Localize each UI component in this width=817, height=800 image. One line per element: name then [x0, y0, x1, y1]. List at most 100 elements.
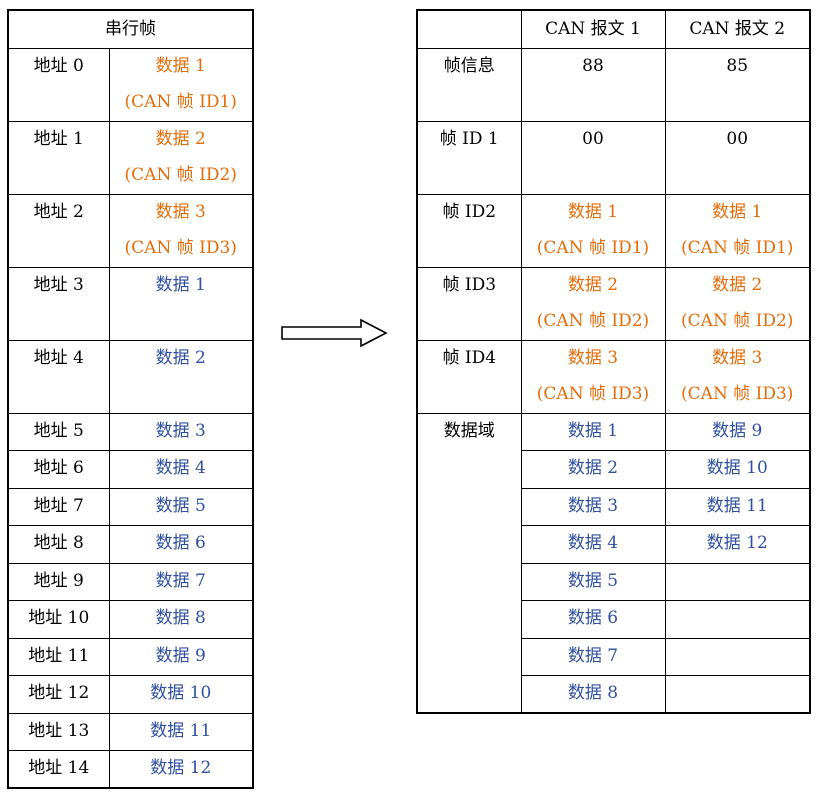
data-cell: 数据 2	[108, 339, 254, 414]
address-label: 地址 7	[33, 495, 84, 516]
msg2-data-value: 数据 9	[712, 420, 763, 441]
field-cell: 帧 ID2	[416, 193, 522, 268]
msg2-data-cell: 数据 11	[664, 487, 811, 526]
address-label: 地址 3	[33, 274, 84, 295]
msg2-data-cell	[664, 637, 811, 676]
data-label: 数据 6	[155, 533, 206, 553]
can-header-msg1: CAN 报文 1	[520, 9, 666, 49]
address-cell: 地址 2	[7, 193, 110, 268]
data-label: 数据 12	[150, 758, 212, 778]
serial-frame-title: 串行帧	[7, 9, 254, 49]
msg1-data-cell: 数据 5	[520, 562, 666, 601]
msg1-can-id: (CAN 帧 ID2)	[536, 310, 650, 331]
address-label: 地址 0	[33, 55, 84, 76]
can-id-label: (CAN 帧 ID3)	[124, 237, 237, 258]
msg1-value: 00	[582, 128, 604, 149]
address-cell: 地址 12	[7, 675, 110, 714]
msg1-cell: 88	[520, 47, 666, 122]
field-label: 帧 ID3	[442, 274, 497, 295]
data-cell: 数据 4	[108, 450, 254, 489]
address-cell: 地址 4	[7, 339, 110, 414]
msg1-value: 数据 1	[567, 201, 619, 222]
msg1-can-id: (CAN 帧 ID3)	[536, 383, 650, 404]
address-cell: 地址 5	[7, 412, 110, 451]
msg1-data-cell: 数据 8	[520, 675, 666, 714]
msg2-can-id: (CAN 帧 ID2)	[681, 310, 794, 331]
serial-row: 地址 3 数据 1	[7, 266, 254, 341]
field-cell: 帧 ID3	[416, 266, 522, 341]
address-label: 地址 13	[28, 720, 90, 741]
can-id-label: (CAN 帧 ID1)	[124, 91, 237, 112]
msg2-cell: 00	[664, 120, 811, 195]
field-cell: 帧信息	[416, 47, 522, 122]
msg1-data-cell: 数据 3	[520, 487, 666, 526]
msg2-value: 00	[726, 128, 749, 149]
msg2-data-value: 数据 10	[706, 458, 768, 478]
data-field-label: 数据域	[443, 420, 495, 441]
can-header-row: CAN 报文 1 CAN 报文 2	[416, 9, 811, 49]
msg2-value: 数据 3	[712, 347, 763, 368]
data-cell: 数据 1	[108, 266, 254, 341]
data-label: 数据 10	[150, 683, 212, 703]
msg1-value: 数据 2	[567, 274, 619, 295]
data-field-row: 数据域 数据 1 数据 9	[416, 412, 811, 713]
address-label: 地址 2	[33, 201, 84, 222]
serial-row: 地址 2 数据 3 (CAN 帧 ID3)	[7, 193, 254, 268]
arrow-shape	[281, 318, 388, 348]
data-label: 数据 5	[155, 495, 206, 516]
data-label: 数据 7	[155, 570, 206, 591]
data-cell: 数据 7	[108, 562, 254, 601]
msg1-data-value: 数据 7	[567, 645, 619, 666]
msg2-value: 数据 2	[712, 274, 763, 295]
msg2-data-cell	[664, 600, 811, 639]
data-cell: 数据 10	[108, 675, 254, 714]
msg1-data-cell: 数据 1	[520, 412, 666, 451]
address-label: 地址 12	[28, 683, 90, 703]
msg2-cell: 数据 2 (CAN 帧 ID2)	[664, 266, 811, 341]
field-label: 帧信息	[443, 55, 495, 76]
address-cell: 地址 3	[7, 266, 110, 341]
right-arrow-icon	[281, 318, 388, 348]
serial-row: 地址 5 数据 3	[7, 412, 254, 451]
data-field-row: 数据 5	[417, 562, 811, 601]
msg2-data-value: 数据 12	[706, 533, 768, 553]
address-label: 地址 1	[33, 128, 84, 149]
data-label: 数据 1	[155, 274, 206, 295]
msg2-data-cell	[664, 675, 811, 714]
serial-row: 地址 7 数据 5	[7, 487, 254, 526]
address-label: 地址 14	[28, 758, 90, 778]
data-label: 数据 3	[155, 201, 206, 222]
address-cell: 地址 7	[7, 487, 110, 526]
data-cell: 数据 5	[108, 487, 254, 526]
msg1-data-value: 数据 5	[567, 570, 619, 591]
data-label: 数据 9	[155, 645, 206, 666]
msg2-data-cell: 数据 10	[664, 450, 811, 489]
field-label: 帧 ID4	[442, 347, 497, 368]
address-label: 地址 11	[28, 645, 90, 666]
serial-row: 地址 14 数据 12	[7, 750, 254, 789]
msg2-can-id: (CAN 帧 ID3)	[681, 383, 794, 404]
address-cell: 地址 1	[7, 120, 110, 195]
data-field-label-cell: 数据域	[416, 412, 522, 713]
data-field-row: 数据 7	[417, 637, 811, 676]
data-cell: 数据 2(CAN 帧 ID2)	[108, 120, 254, 195]
data-cell: 数据 1(CAN 帧 ID1)	[108, 47, 254, 122]
msg1-cell: 数据 1(CAN 帧 ID1)	[520, 193, 666, 268]
data-cell: 数据 8	[108, 600, 254, 639]
address-cell: 地址 13	[7, 712, 110, 751]
address-cell: 地址 10	[7, 600, 110, 639]
address-cell: 地址 8	[7, 525, 110, 564]
field-cell: 帧 ID4	[416, 339, 522, 414]
address-label: 地址 4	[33, 347, 84, 368]
address-cell: 地址 0	[7, 47, 110, 122]
data-label: 数据 3	[155, 420, 206, 441]
msg1-data-cell: 数据 4	[520, 525, 666, 564]
msg1-data-value: 数据 6	[567, 608, 619, 628]
field-label: 帧 ID 1	[439, 128, 499, 149]
data-field-row: 数据 8	[417, 675, 811, 714]
